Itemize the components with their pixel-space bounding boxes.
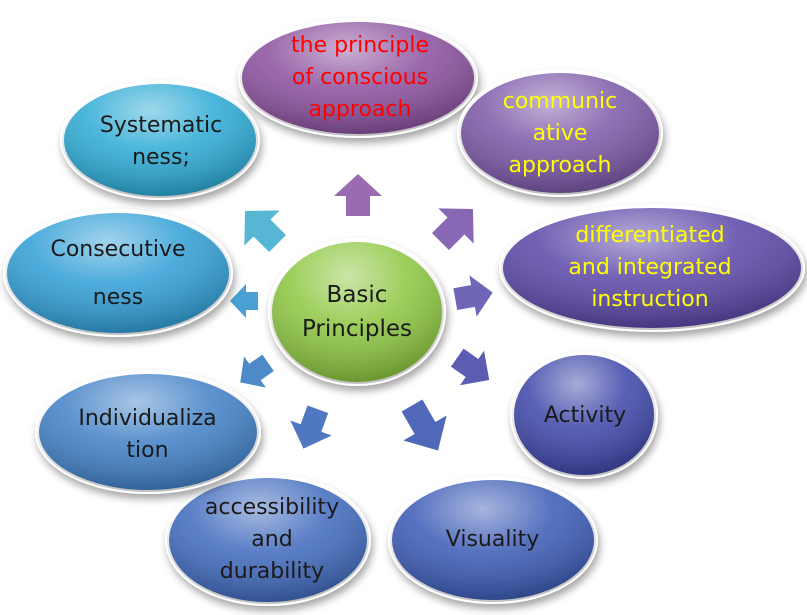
visuality-oval	[388, 476, 598, 604]
arrow-to-differentiated	[453, 275, 493, 317]
systematicness-oval	[60, 80, 260, 200]
arrow-to-systematicness	[244, 210, 287, 253]
arrow-to-conscious	[334, 174, 382, 216]
arrow-to-communicative	[431, 208, 474, 251]
arrow-to-individualization	[240, 354, 274, 388]
arrow-to-accessibility	[290, 405, 332, 449]
accessibility-oval	[165, 474, 371, 606]
arrow-to-activity	[450, 348, 490, 386]
arrow-to-visuality	[401, 399, 447, 451]
conscious-oval	[238, 18, 478, 138]
activity-oval	[510, 351, 658, 479]
arrow-to-consecutiveness	[230, 284, 258, 318]
consecutiveness-oval	[3, 209, 233, 337]
communicative-oval	[457, 69, 663, 197]
differentiated-oval	[499, 204, 805, 332]
individualization-oval	[35, 370, 261, 494]
center-node	[268, 238, 446, 386]
